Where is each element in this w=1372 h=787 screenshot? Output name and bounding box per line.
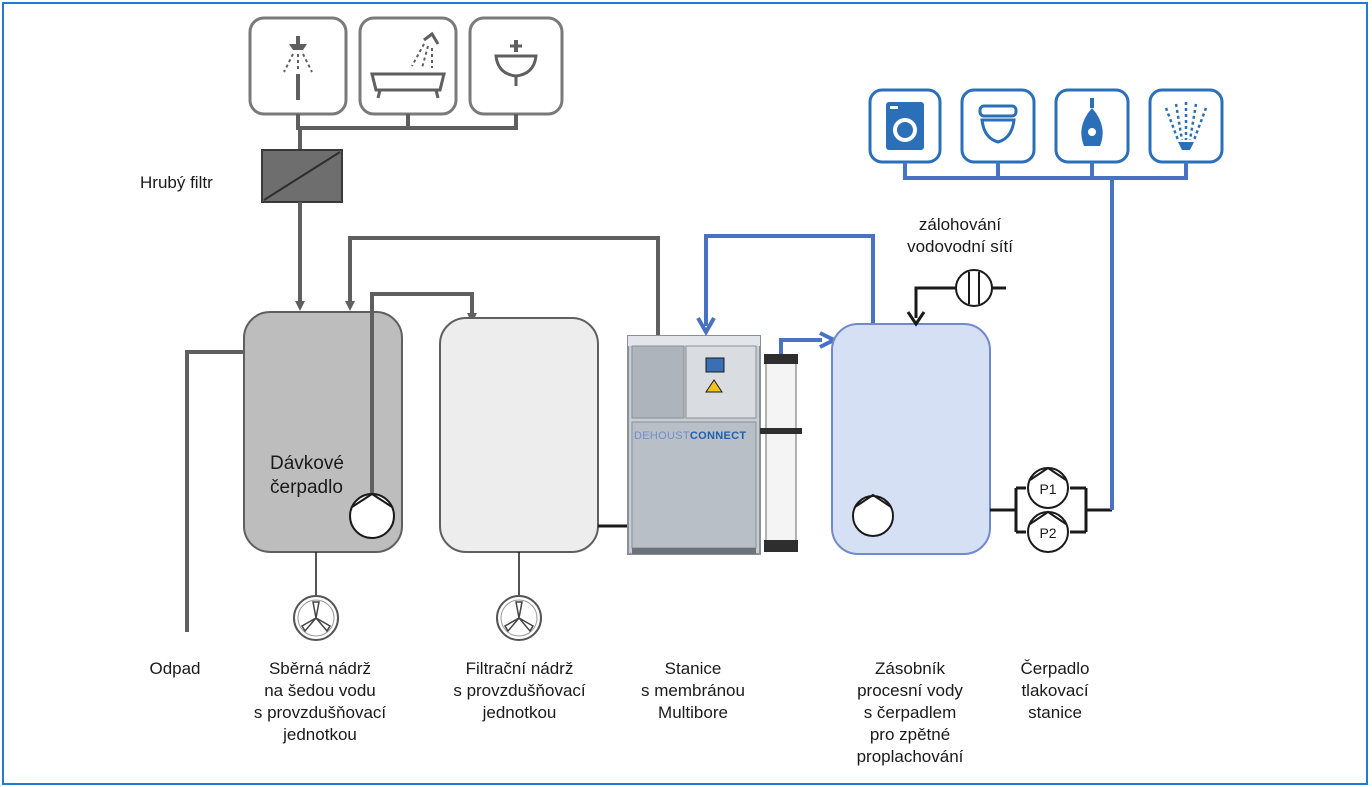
transfer-pipe: [370, 292, 477, 508]
mains-backup-line: [906, 286, 1006, 327]
filtration-tank: [439, 317, 599, 553]
coarse-filter-label: Hrubý filtr: [140, 173, 213, 192]
process-water-tank-label: Zásobník procesní vody s čerpadlem pro z…: [856, 659, 964, 766]
waste-pipe: [185, 350, 244, 632]
multibore-membrane-module: [760, 354, 802, 552]
backwash-pump-icon: [852, 493, 894, 537]
brand-logo: DEHOUSTCONNECT: [634, 430, 746, 442]
coarse-filter: [261, 149, 343, 203]
bathtub-icon: [358, 16, 458, 116]
aerator-icon: [293, 595, 339, 641]
consumer-fixtures: [868, 88, 1224, 164]
brand-part-2: CONNECT: [689, 430, 747, 442]
brand-part-1: DEHOUST: [634, 430, 690, 442]
pressure-station-piping: [990, 486, 1112, 534]
pump-p2-icon: [1027, 510, 1069, 553]
greywater-tank: [243, 311, 403, 553]
permeate-pipe: [779, 338, 822, 354]
source-fixtures: [248, 16, 564, 116]
pump-p2-label: P2: [1039, 525, 1056, 541]
pressure-pump-label: Čerpadlo tlakovací stanice: [1020, 659, 1090, 722]
filtration-tank-label: Filtrační nádrž s provzdušňovací jednotk…: [453, 659, 586, 722]
source-collector-pipe: [296, 114, 518, 150]
consumer-collector-pipe: [903, 162, 1188, 180]
sprinkler-icon: [1148, 88, 1224, 164]
toilet-icon: [960, 88, 1036, 164]
backflow-preventer-icon: [955, 269, 993, 307]
mains-backup-label: zálohování vodovodní sítí: [907, 215, 1013, 256]
pump-p1-label: P1: [1039, 481, 1056, 497]
urinal-icon: [1054, 88, 1130, 164]
pump-p1-icon: [1027, 466, 1069, 509]
concentrate-return-pipe: [345, 236, 660, 338]
membrane-station-label: Stanice s membránou Multibore: [641, 659, 745, 722]
membrane-station: [627, 335, 761, 555]
greywater-tank-label: Sběrná nádrž na šedou vodu s provzdušňov…: [253, 659, 387, 744]
dosing-pump-label: Dávkové čerpadlo: [270, 453, 344, 498]
washbasin-icon: [468, 16, 564, 116]
aerator-icon: [496, 595, 542, 641]
washing-machine-icon: [868, 88, 942, 164]
dosing-pump-icon: [349, 492, 395, 539]
shower-icon: [248, 16, 348, 116]
waste-label: Odpad: [149, 659, 201, 678]
